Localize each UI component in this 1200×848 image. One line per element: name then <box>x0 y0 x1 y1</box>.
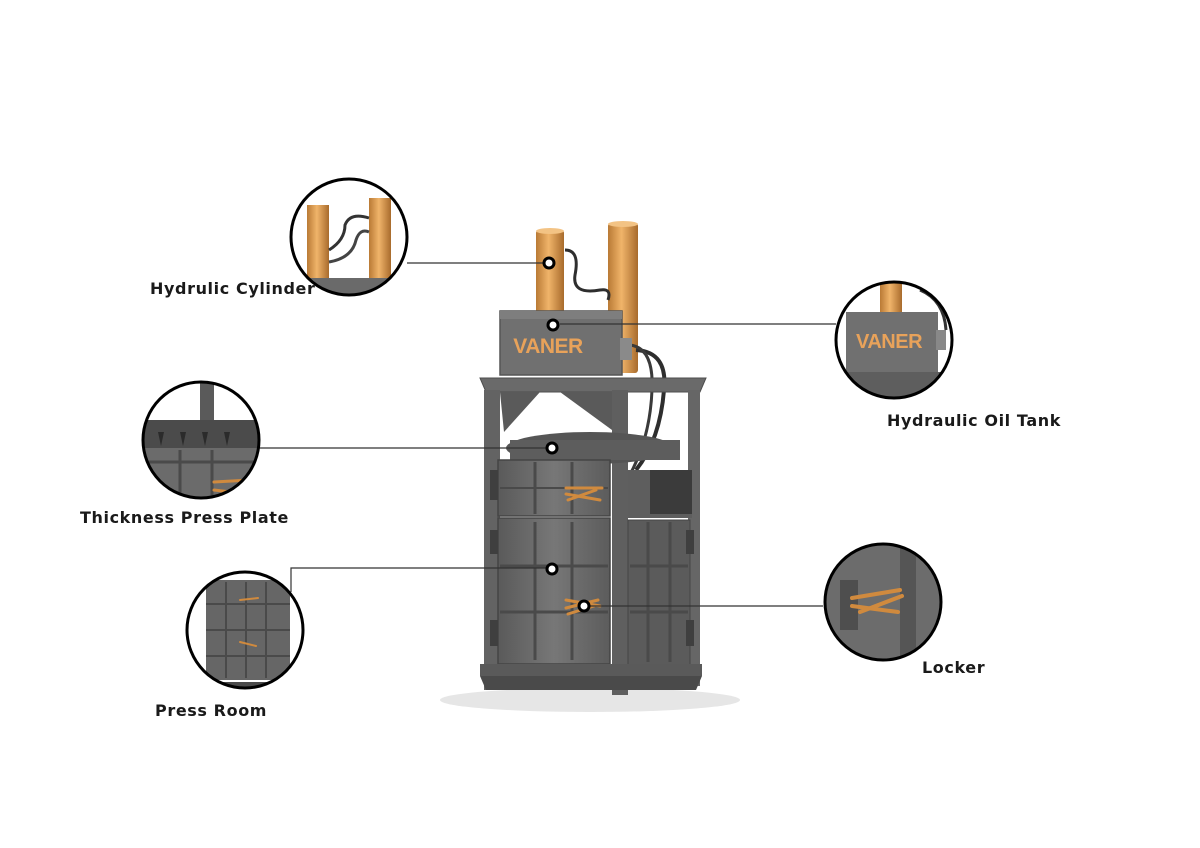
floor-shadow <box>440 688 740 712</box>
callout-dots <box>542 256 591 613</box>
dot-oil-tank <box>546 318 560 332</box>
press-room-box <box>497 517 611 665</box>
label-hydraulic-cylinder: Hydrulic Cylinder <box>150 279 316 298</box>
oil-tank <box>499 310 623 376</box>
machine-base <box>480 664 702 676</box>
label-thickness-press-plate: Thickness Press Plate <box>80 508 289 527</box>
top-frame <box>479 377 707 393</box>
label-locker: Locker <box>922 658 986 677</box>
label-hydraulic-oil-tank: Hydraulic Oil Tank <box>887 411 1061 430</box>
dot-locker <box>577 599 591 613</box>
detail-oil-tank: VANER <box>834 280 954 400</box>
dot-press-plate <box>545 441 559 455</box>
dot-cylinder <box>542 256 556 270</box>
dot-press-room <box>545 562 559 576</box>
hydraulic-hose <box>564 248 611 301</box>
detail-cylinder <box>289 177 409 297</box>
leader-lines <box>259 262 836 607</box>
detail-press-plate <box>141 380 261 500</box>
brand-logo: VANER <box>513 335 583 358</box>
svg-text:VANER: VANER <box>856 331 923 353</box>
plate-locker-pins <box>564 486 604 502</box>
baler-machine: VANER <box>440 221 740 712</box>
label-press-room: Press Room <box>155 701 268 720</box>
detail-press-room <box>185 570 305 690</box>
frame-column-mid <box>612 390 628 695</box>
cylinder-left <box>536 230 564 318</box>
detail-locker <box>823 542 943 662</box>
